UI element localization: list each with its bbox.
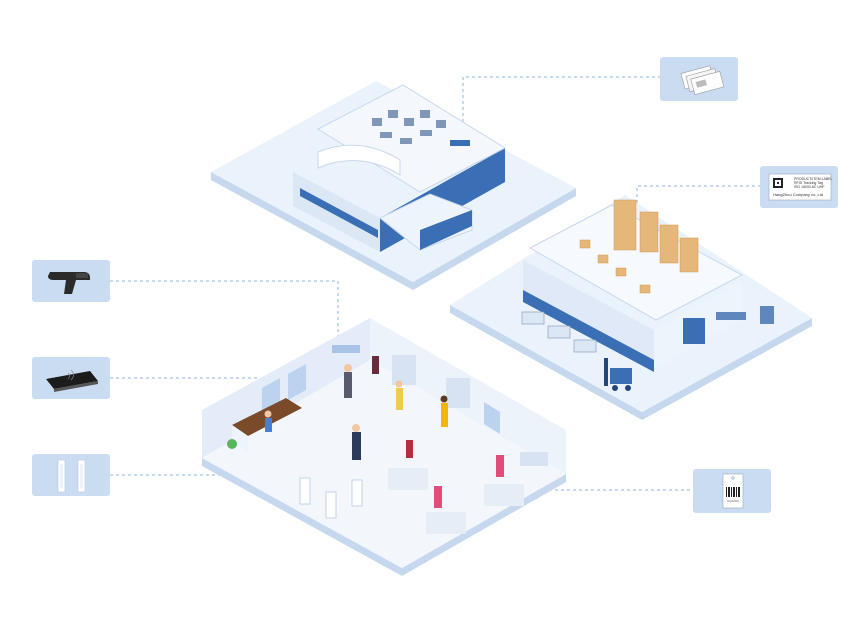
conveyor	[716, 306, 774, 324]
cashier-counter-front	[232, 425, 248, 452]
callout-rfid-tags[interactable]	[660, 57, 738, 101]
store-fixtures	[332, 345, 548, 534]
warehouse-door	[683, 318, 705, 344]
factory-area	[211, 81, 576, 290]
security-gates	[299, 477, 363, 519]
factory-platform-side	[211, 172, 576, 290]
warehouse-boxes	[579, 199, 699, 294]
warehouse-platform-side	[450, 305, 812, 420]
handheld-rfid-reader-icon	[48, 272, 90, 294]
factory-curved-roof	[317, 144, 401, 176]
connector-handheld	[110, 280, 339, 338]
callout-security-gate[interactable]	[32, 454, 110, 496]
desktop-rfid-reader-icon	[46, 369, 98, 392]
store-platform-side	[202, 458, 566, 576]
warehouse-area	[450, 195, 812, 420]
callout-desktop-reader[interactable]	[32, 357, 110, 399]
mannequins	[372, 356, 504, 508]
rfid-tag-stack-icon	[680, 65, 725, 95]
warehouse-pallets	[521, 311, 597, 353]
label-line-2: RFID Tracking Tag	[794, 181, 823, 186]
store-people	[264, 364, 448, 460]
callout-garment-tag[interactable]	[693, 469, 771, 513]
garment-hang-tag-icon	[722, 473, 744, 509]
warehouse-stripe	[523, 290, 654, 372]
forklift	[604, 358, 632, 391]
callout-handheld-reader[interactable]	[32, 260, 110, 302]
callout-rfid-label[interactable]: PRODUCT/ITEM LABEL RFID Tracking Tag ISO…	[760, 166, 838, 208]
label-line-1: PRODUCT/ITEM LABEL	[794, 177, 833, 181]
factory-machines	[372, 110, 470, 146]
factory-window-band	[300, 188, 378, 238]
rfid-label-icon	[768, 173, 832, 201]
factory-platform	[211, 81, 576, 282]
connector-warehouse-label	[636, 185, 760, 215]
connector-factory-tags	[462, 76, 660, 128]
security-gate-antenna-icon	[57, 459, 86, 493]
factory-lower-wing-side	[420, 210, 472, 250]
label-line-3: ISO 18000-6C UHF	[794, 185, 825, 190]
label-company: HangZhou Company co.,Ltd	[773, 192, 824, 197]
store-area	[202, 318, 566, 576]
label-text-block: PRODUCT/ITEM LABEL RFID Tracking Tag ISO…	[794, 177, 834, 190]
plant	[227, 439, 237, 449]
warehouse-floor	[528, 204, 744, 321]
